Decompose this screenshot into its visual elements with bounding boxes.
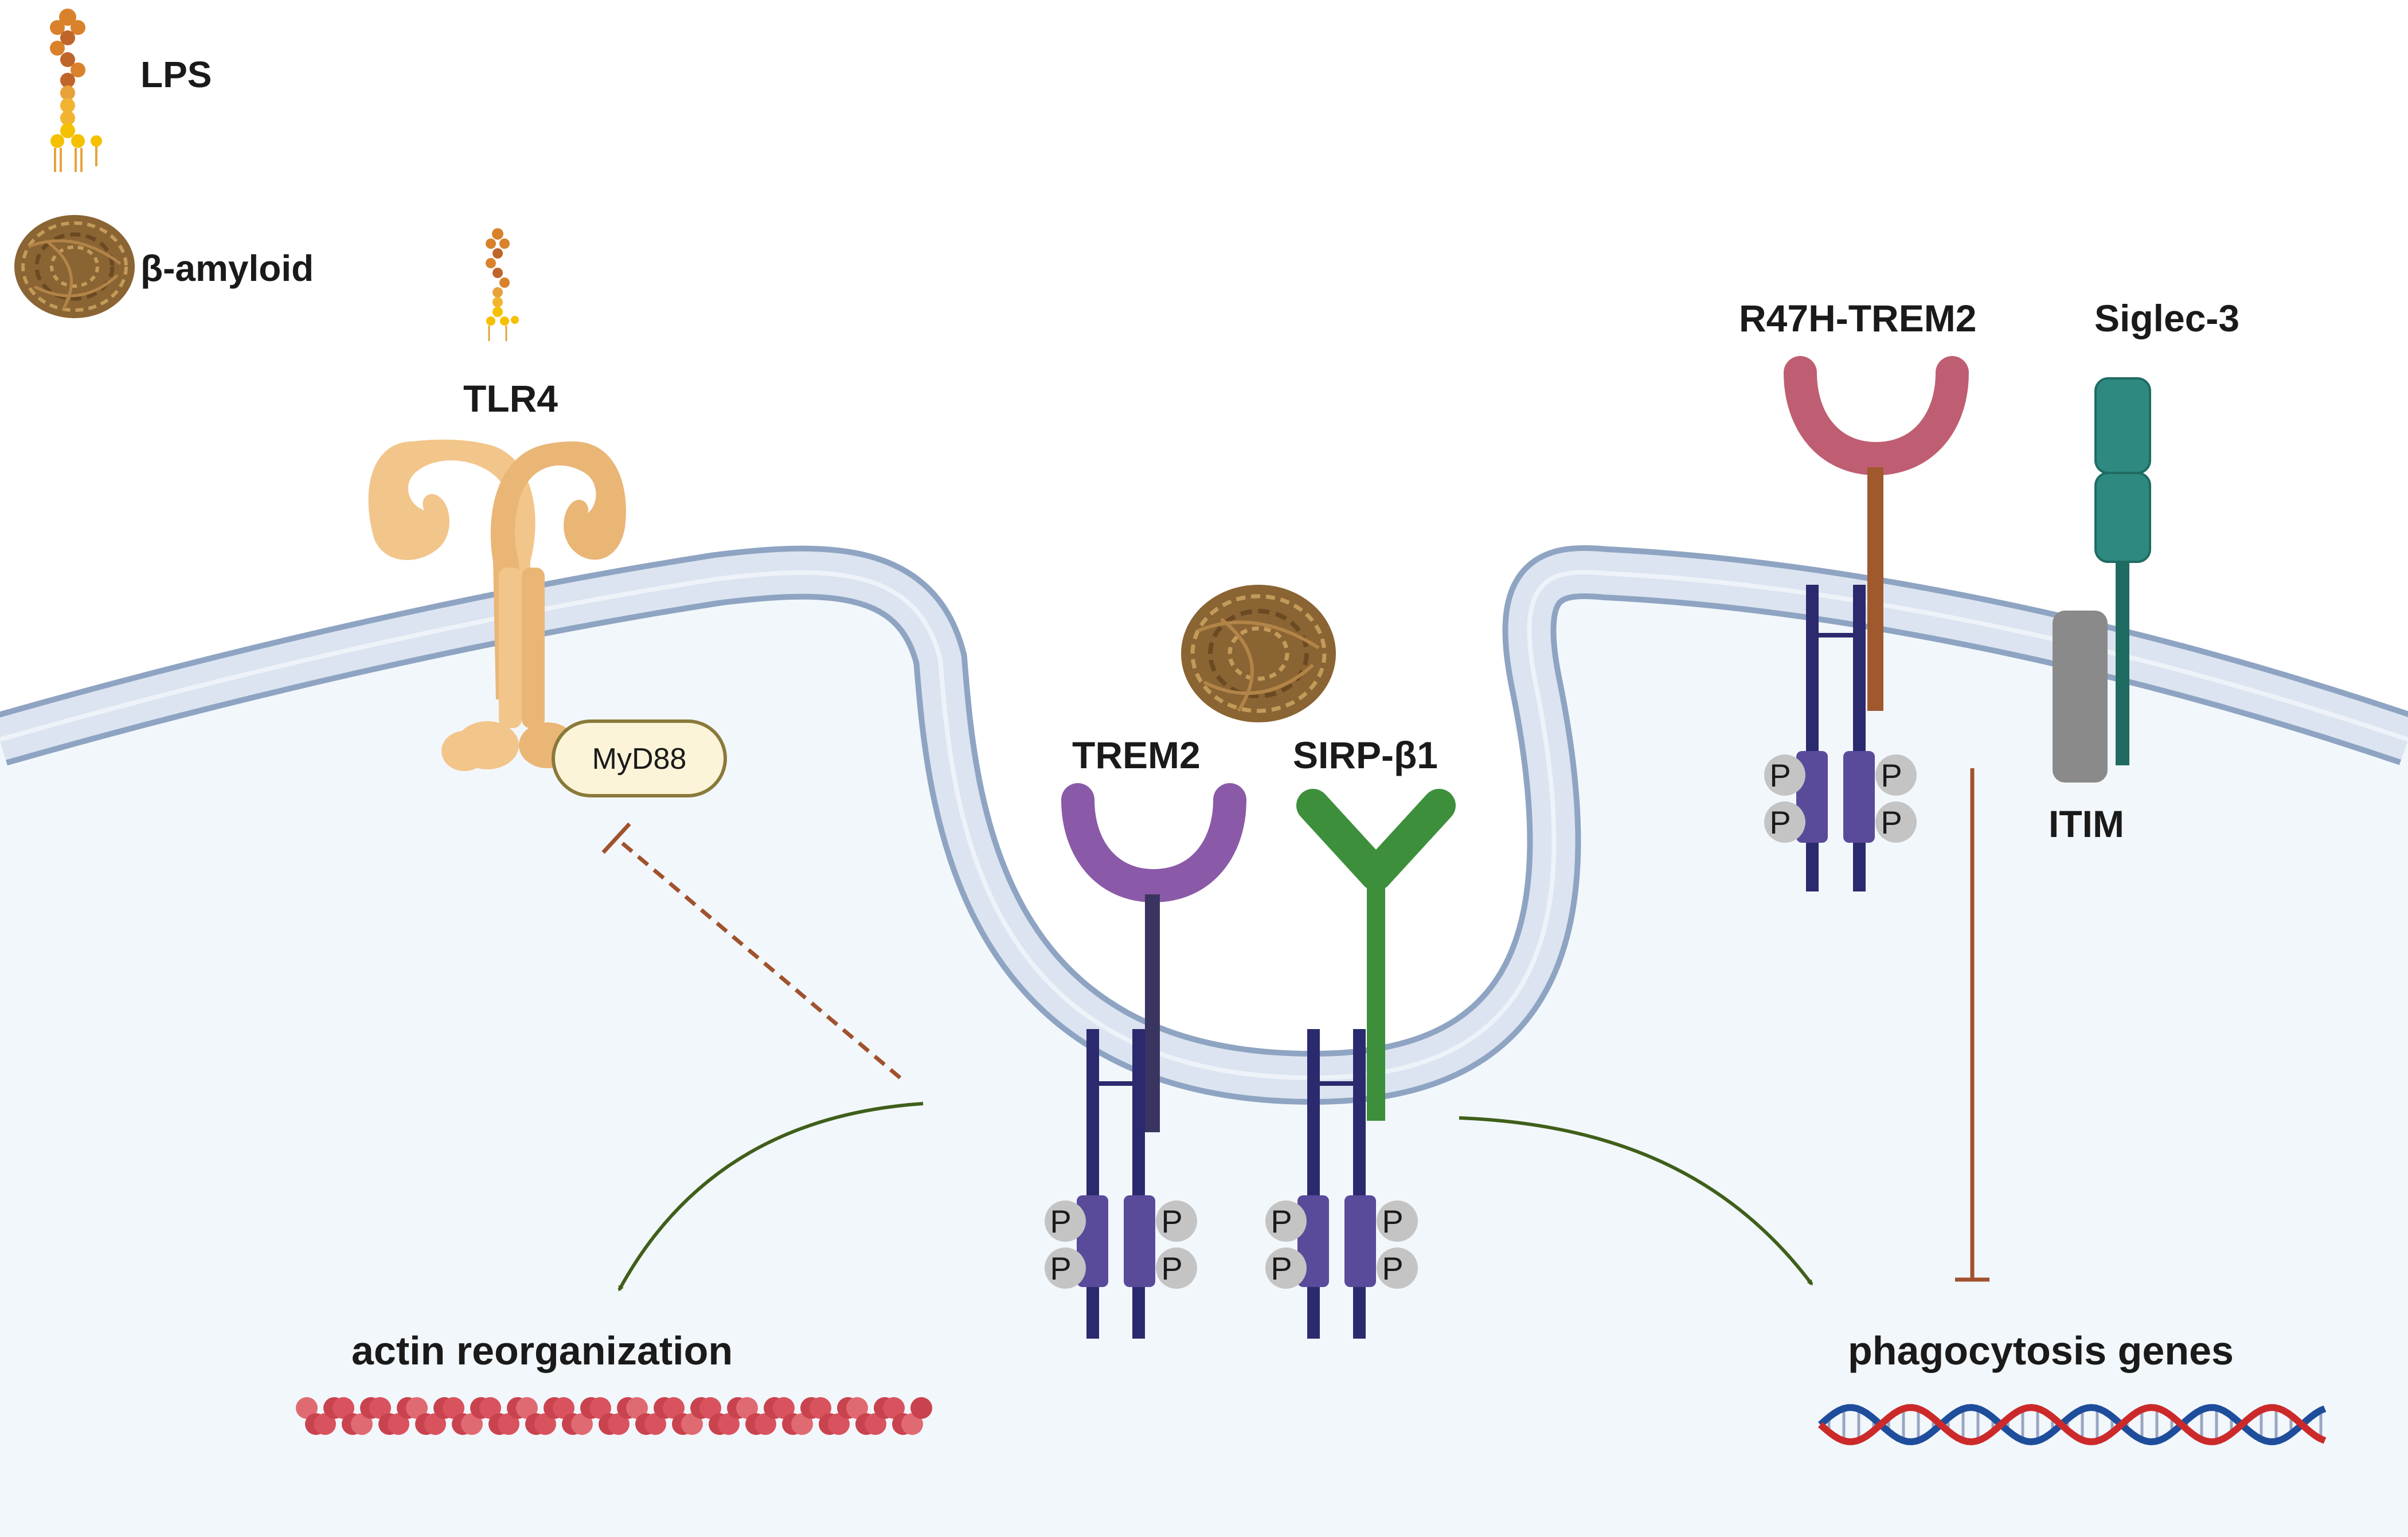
actin-subunit [369,1397,391,1419]
phospho-group: P [1265,1200,1307,1242]
actin-subunit [901,1413,923,1435]
phospho-label: P [1050,1203,1071,1239]
actin-subunit [644,1413,666,1435]
trem2-label: TREM2 [1072,734,1201,776]
actin-subunit [626,1397,648,1419]
actin-subunit [534,1413,556,1435]
itim-block [2053,611,2108,783]
actin-subunit [699,1397,721,1419]
phospho-group: P [1875,754,1917,796]
actin-label: actin reorganization [351,1328,733,1373]
actin-subunit [883,1397,905,1419]
actin-subunit [498,1413,519,1435]
actin-subunit [736,1397,758,1419]
trem2-receptor [1061,783,1246,1132]
siglec-receptor [2094,377,2151,765]
actin-subunit [828,1413,850,1435]
actin-subunit [810,1397,831,1419]
actin-subunit [910,1397,932,1419]
phospho-group: P [1377,1200,1418,1242]
myd88-box: MyD88 [552,719,727,797]
itim-label: ITIM [2049,803,2124,845]
siglec-label: Siglec-3 [2094,297,2239,339]
phospho-label: P [1769,757,1791,793]
sirp-dap12 [1297,1029,1376,1339]
arrow-to-actin [617,1102,924,1292]
actin-subunit [461,1413,483,1435]
actin-subunit [553,1397,574,1419]
phospho-group: P [1875,801,1917,843]
actin-subunit [516,1397,538,1419]
phospho-group: P [1764,801,1805,843]
actin-subunit [296,1397,318,1419]
arrow-to-phagocytosis [1459,1116,1813,1286]
phospho-group: P [1045,1200,1086,1242]
actin-subunit [755,1413,776,1435]
r47h-label: R47H-TREM2 [1739,297,1976,339]
actin-subunit [608,1413,630,1435]
amyloid-plaque-icon [1181,585,1336,722]
actin-subunit [791,1413,813,1435]
amyloid-icon [14,215,135,318]
phospho-group: P [1377,1247,1418,1289]
phospho-label: P [1271,1203,1292,1239]
phospho-group: P [1045,1247,1086,1289]
sirp-receptor [1296,789,1456,1121]
actin-subunit [406,1397,428,1419]
actin-subunit [663,1397,685,1419]
actin-subunit [681,1413,703,1435]
actin-subunit [388,1413,409,1435]
myd88-label: MyD88 [592,742,687,776]
amyloid-label: β-amyloid [140,248,314,289]
lps-label: LPS [140,54,212,95]
actin-subunit [443,1397,464,1419]
actin-filament-icon [296,1397,932,1435]
actin-subunit [865,1413,886,1435]
tlr4-label: TLR4 [463,377,558,420]
phospho-label: P [1881,757,1902,793]
actin-subunit [589,1397,611,1419]
r47h-dap12 [1796,585,1875,891]
phospho-group: P [1156,1247,1197,1289]
actin-subunit [846,1397,868,1419]
actin-subunit [479,1397,501,1419]
sirp-label: SIRP-β1 [1293,734,1438,776]
phospho-label: P [1050,1250,1071,1286]
phospho-label: P [1881,804,1902,840]
inhibition-line [1955,768,1989,1282]
phospho-label: P [1382,1203,1403,1239]
actin-subunit [333,1397,354,1419]
phago-label: phagocytosis genes [1848,1328,2234,1373]
dna-strand-red [1818,1403,2327,1446]
phospho-group: P [1265,1247,1307,1289]
actin-subunit [424,1413,446,1435]
cell-membrane [0,545,2408,1105]
phospho-label: P [1161,1203,1182,1239]
r47h-receptor [1784,356,1969,711]
inhibition-dashed-line [601,822,902,1080]
phospho-group: P [1764,754,1805,796]
actin-subunit [351,1413,373,1435]
phospho-label: P [1382,1250,1403,1286]
phospho-label: P [1161,1250,1182,1286]
dna-helix-icon [1818,1403,2327,1446]
phospho-group: P [1156,1200,1197,1242]
phospho-label: P [1271,1250,1292,1286]
actin-subunit [314,1413,336,1435]
lps-icon [50,9,102,172]
phospho-label: P [1769,804,1791,840]
lps-small-icon [486,228,519,341]
actin-subunit [718,1413,740,1435]
actin-subunit [773,1397,795,1419]
actin-subunit [571,1413,593,1435]
